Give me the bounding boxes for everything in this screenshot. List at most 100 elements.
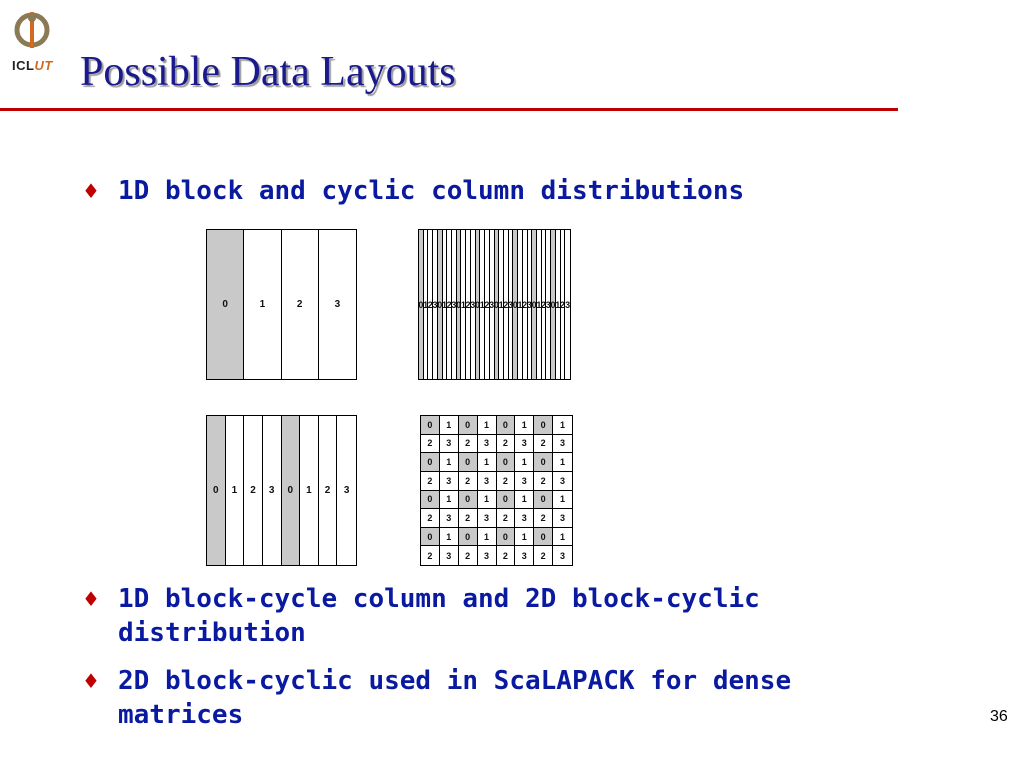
grid-cell: 3 — [553, 435, 572, 454]
logo-text-icl: ICL — [12, 58, 35, 73]
grid-cell: 3 — [478, 546, 497, 565]
grid-cell: 1 — [553, 528, 572, 547]
grid-cell: 3 — [477, 509, 497, 528]
grid-cell: 2 — [458, 471, 478, 491]
column-cell: 1 — [555, 230, 561, 379]
column-cell: 0 — [207, 416, 226, 565]
column-cell: 2 — [522, 230, 528, 379]
grid-cell: 1 — [553, 453, 572, 472]
column-cell: 0 — [207, 230, 245, 379]
grid-cell: 1 — [477, 453, 497, 472]
grid-cell: 3 — [515, 509, 535, 528]
grid-cell: 2 — [421, 471, 440, 491]
grid-cell: 3 — [515, 434, 535, 454]
grid-cell: 1 — [439, 453, 459, 472]
column-cell: 0 — [456, 230, 462, 379]
column-cell: 0 — [418, 230, 424, 379]
column-cell: 2 — [319, 416, 338, 565]
column-cell: 2 — [282, 230, 319, 379]
grid-cell: 3 — [477, 434, 497, 454]
grid-cell: 0 — [534, 416, 554, 435]
grid-cell: 3 — [515, 471, 535, 491]
grid-cell: 1 — [553, 416, 572, 435]
grid-cell: 0 — [458, 490, 478, 510]
grid-cell: 2 — [496, 471, 516, 491]
grid-cell: 0 — [496, 527, 516, 547]
bullet-diamond-icon: ♦ — [82, 669, 100, 693]
grid-cell: 0 — [458, 416, 478, 435]
grid-cell: 0 — [421, 527, 440, 547]
column-cell: 3 — [343, 485, 350, 496]
column-cell: 3 — [527, 230, 533, 379]
grid-cell: 3 — [439, 434, 459, 454]
grid-cell: 1 — [477, 527, 497, 547]
column-cell: 0 — [494, 230, 500, 379]
column-cell: 2 — [466, 230, 471, 379]
grid-cell: 0 — [534, 490, 554, 510]
title-divider — [0, 108, 898, 111]
column-cell: 2 — [503, 230, 509, 379]
column-cell: 1 — [461, 230, 467, 379]
bullet-3: ♦ 2D block-cyclic used in ScaLAPACK for … — [82, 664, 902, 732]
grid-cell: 2 — [421, 546, 440, 565]
column-cell: 2 — [428, 230, 434, 379]
column-cell: 1 — [244, 230, 282, 379]
grid-cell: 2 — [534, 546, 554, 565]
column-cell: 1 — [442, 230, 448, 379]
grid-cell: 0 — [534, 527, 554, 547]
grid-cell: 2 — [421, 509, 440, 528]
grid-cell: 2 — [497, 546, 516, 565]
column-cell: 3 — [565, 299, 571, 310]
column-cell: 1 — [480, 230, 486, 379]
column-cell: 2 — [560, 230, 566, 379]
column-cell: 3 — [433, 230, 438, 379]
grid-cell: 3 — [560, 550, 566, 561]
column-cell: 3 — [263, 416, 282, 565]
column-cell: 3 — [451, 230, 457, 379]
column-cell: 0 — [437, 230, 443, 379]
grid-cell: 0 — [458, 527, 478, 547]
column-cell: 0 — [475, 230, 481, 379]
grid-cell: 2 — [421, 434, 440, 454]
column-cell: 3 — [546, 230, 552, 379]
column-cell: 2 — [484, 230, 490, 379]
bullet-diamond-icon: ♦ — [82, 179, 100, 203]
column-cell: 3 — [508, 230, 514, 379]
column-cell: 1 — [300, 416, 319, 565]
column-cell: 3 — [334, 299, 341, 310]
column-cell: 0 — [550, 230, 556, 379]
column-cell: 1 — [423, 230, 429, 379]
grid-cell: 2 — [496, 434, 516, 454]
logo-emblem-icon — [14, 12, 50, 48]
column-cell: 2 — [541, 230, 547, 379]
column-cell: 3 — [489, 230, 495, 379]
grid-cell: 0 — [421, 453, 440, 472]
grid-cell: 1 — [515, 490, 535, 510]
bullet-3-text: 2D block-cyclic used in ScaLAPACK for de… — [118, 666, 792, 730]
column-cell: 3 — [470, 230, 476, 379]
grid-cell: 1 — [515, 527, 535, 547]
grid-cell: 1 — [553, 491, 572, 510]
column-cell: 0 — [281, 416, 301, 565]
page-number: 36 — [990, 708, 1008, 725]
grid-cell: 0 — [496, 490, 516, 510]
icl-ut-logo: ICLUT — [6, 8, 66, 80]
grid-cell: 3 — [553, 472, 572, 491]
grid-cell: 3 — [440, 546, 459, 565]
logo-text: ICLUT — [12, 58, 53, 73]
bullet-1: ♦ 1D block and cyclic column distributio… — [82, 174, 902, 208]
grid-cell: 1 — [439, 527, 459, 547]
bullet-2-text: 1D block-cycle column and 2D block-cycli… — [118, 584, 760, 648]
grid-cell: 0 — [496, 453, 516, 472]
grid-cell: 2 — [496, 509, 516, 528]
column-cell: 0 — [513, 230, 519, 379]
grid-cell: 0 — [496, 416, 516, 435]
grid-cell: 2 — [458, 509, 478, 528]
grid-cell: 0 — [534, 453, 554, 472]
grid-cell: 2 — [534, 471, 554, 491]
grid-cell: 1 — [477, 416, 497, 435]
